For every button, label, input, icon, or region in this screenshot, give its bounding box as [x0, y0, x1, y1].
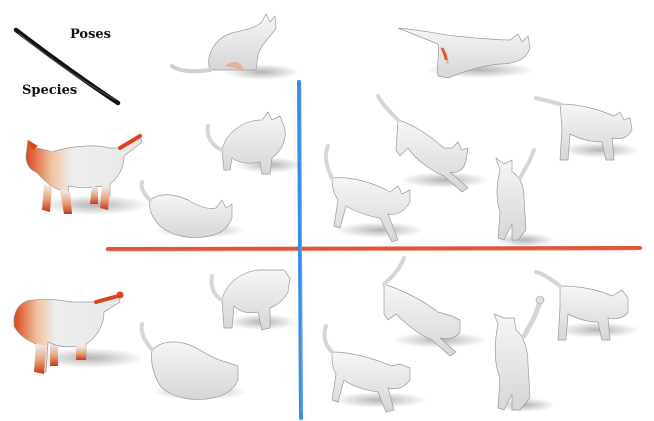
lion-lying-figure [142, 324, 248, 400]
lion-walking-2-figure [384, 258, 488, 356]
lion-standing-figure [536, 272, 640, 340]
pose-axis-line [299, 82, 302, 418]
cat-crouching-figure [208, 112, 305, 174]
cat-upright-figure [495, 150, 555, 247]
lion-upright-figure [494, 296, 555, 412]
cat-walking-1-figure [326, 146, 425, 242]
cat-standing-figure [536, 98, 640, 160]
cat-sitting-top-figure [172, 14, 300, 80]
cat-walking-2-figure [378, 96, 490, 192]
lion-reference-heatmap-figure [14, 292, 145, 375]
species-label: Species [22, 83, 77, 98]
species-axis-line [108, 248, 640, 251]
cat-stretching-top-figure [398, 28, 535, 78]
cat-reference-heatmap-figure [26, 136, 150, 215]
poses-label: Poses [70, 27, 111, 42]
lion-crouching-figure [211, 270, 297, 330]
cat-lying-figure [141, 182, 245, 238]
